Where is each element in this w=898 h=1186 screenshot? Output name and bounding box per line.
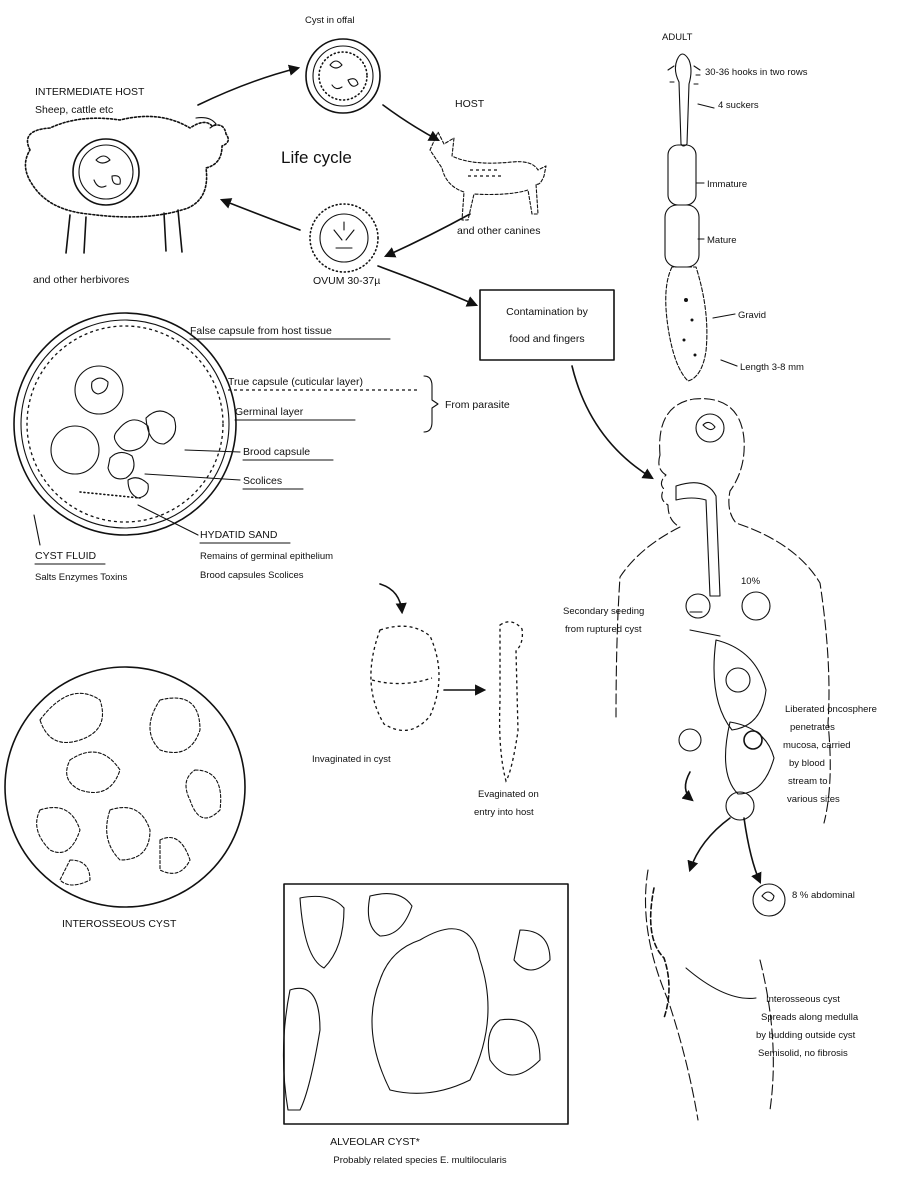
- host-label: HOST: [455, 98, 485, 110]
- liberated-line-3: mucosa, carried: [783, 740, 851, 751]
- brood-capsule-label: Brood capsule: [243, 446, 310, 458]
- adult-worm-section: ADULT 30-36 hooks in two rows 4 suckers …: [662, 32, 808, 381]
- interosseous-cyst-icon: [5, 667, 245, 907]
- alveolar-cyst-note: Probably related species E. multilocular…: [333, 1155, 506, 1166]
- adult-worm-icon: [665, 54, 707, 381]
- liberated-line-5: stream to: [788, 776, 828, 787]
- adult-mature: Mature: [707, 235, 737, 246]
- cyst-in-offal-label: Cyst in offal: [305, 15, 354, 26]
- liberated-line-2: penetrates: [790, 722, 835, 733]
- hydatid-cyst-icon: [14, 313, 236, 535]
- invaginated-label: Invaginated in cyst: [312, 754, 391, 765]
- interosseous-cyst-label: INTEROSSEOUS CYST: [62, 918, 177, 930]
- alveolar-cyst-icon: [283, 884, 568, 1124]
- hydatid-sand-desc2: Brood capsules Scolices: [200, 570, 304, 581]
- other-canines-label: and other canines: [457, 225, 540, 237]
- evaginated-scolex-icon: [500, 622, 523, 781]
- scolices-label: Scolices: [243, 475, 282, 487]
- alveolar-cyst-label: ALVEOLAR CYST*: [330, 1136, 420, 1148]
- abdominal-label: 8 % abdominal: [792, 890, 855, 901]
- hydatid-sand-label: HYDATID SAND: [200, 529, 278, 541]
- intermediate-host-label: INTERMEDIATE HOST: [35, 86, 145, 98]
- arrow-contamination-to-human: [572, 366, 652, 478]
- secondary-seeding-line2: from ruptured cyst: [565, 624, 642, 635]
- human-section: Secondary seeding from ruptured cyst 10%…: [563, 399, 877, 1120]
- interosseous-line-2: Spreads along medulla: [761, 1012, 859, 1023]
- germinal-layer-label: Germinal layer: [235, 406, 304, 418]
- arrow-ovum-to-sheep: [222, 200, 300, 230]
- adult-hooks: 30-36 hooks in two rows: [705, 67, 808, 78]
- alveolar-cyst-section: ALVEOLAR CYST* Probably related species …: [283, 884, 568, 1166]
- life-cycle-title: Life cycle: [281, 148, 352, 167]
- evaginated-line2: entry into host: [474, 807, 534, 818]
- evaginated-line1: Evaginated on: [478, 789, 539, 800]
- arrow-offal-to-host: [383, 105, 438, 140]
- cyst-fluid-label: CYST FLUID: [35, 550, 96, 562]
- sheep-icon: [25, 116, 228, 253]
- cyst-in-offal-icon: [306, 39, 380, 113]
- secondary-seeding-line1: Secondary seeding: [563, 606, 644, 617]
- liberated-line-4: by blood: [789, 758, 825, 769]
- from-parasite-label: From parasite: [445, 399, 510, 411]
- intermediate-host-examples: Sheep, cattle etc: [35, 104, 113, 116]
- adult-title: ADULT: [662, 32, 693, 43]
- liberated-line-1: Liberated oncosphere: [785, 704, 877, 715]
- contamination-line2: food and fingers: [509, 333, 584, 345]
- ovum-icon: [310, 204, 378, 272]
- arrow-ovum-to-contamination: [378, 266, 476, 305]
- interosseous-cyst-section: INTEROSSEOUS CYST: [5, 667, 245, 930]
- liberated-line-6: various sites: [787, 794, 840, 805]
- adult-gravid: Gravid: [738, 310, 766, 321]
- interosseous-note: Interosseous cyst Spreads along medulla …: [756, 994, 859, 1059]
- true-capsule-label: True capsule (cuticular layer): [228, 376, 363, 388]
- arrow-sheep-to-offal: [198, 68, 298, 105]
- adult-length: Length 3-8 mm: [740, 362, 804, 373]
- contamination-line1: Contamination by: [506, 306, 588, 318]
- contamination-box: Contamination by food and fingers: [480, 290, 614, 360]
- dog-icon: [430, 132, 546, 220]
- adult-suckers: 4 suckers: [718, 100, 759, 111]
- interosseous-line-1: Interosseous cyst: [766, 994, 840, 1005]
- interosseous-line-3: by budding outside cyst: [756, 1030, 856, 1041]
- other-herbivores-label: and other herbivores: [33, 274, 129, 286]
- false-capsule-label: False capsule from host tissue: [190, 325, 332, 337]
- scolex-section: Invaginated in cyst Evaginated on entry …: [312, 622, 539, 818]
- percent-10-label: 10%: [741, 576, 761, 587]
- adult-immature: Immature: [707, 179, 747, 190]
- ovum-label: OVUM 30-37µ: [313, 275, 380, 287]
- hydatid-cyst-section: False capsule from host tissue True caps…: [14, 313, 510, 612]
- interosseous-line-4: Semisolid, no fibrosis: [758, 1048, 848, 1059]
- life-cycle-section: Life cycle Cyst in offal INTERMEDIATE HO…: [25, 15, 652, 478]
- cyst-fluid-desc: Salts Enzymes Toxins: [35, 572, 127, 583]
- hydatid-sand-desc1: Remains of germinal epithelium: [200, 551, 333, 562]
- invaginated-scolex-icon: [371, 626, 439, 730]
